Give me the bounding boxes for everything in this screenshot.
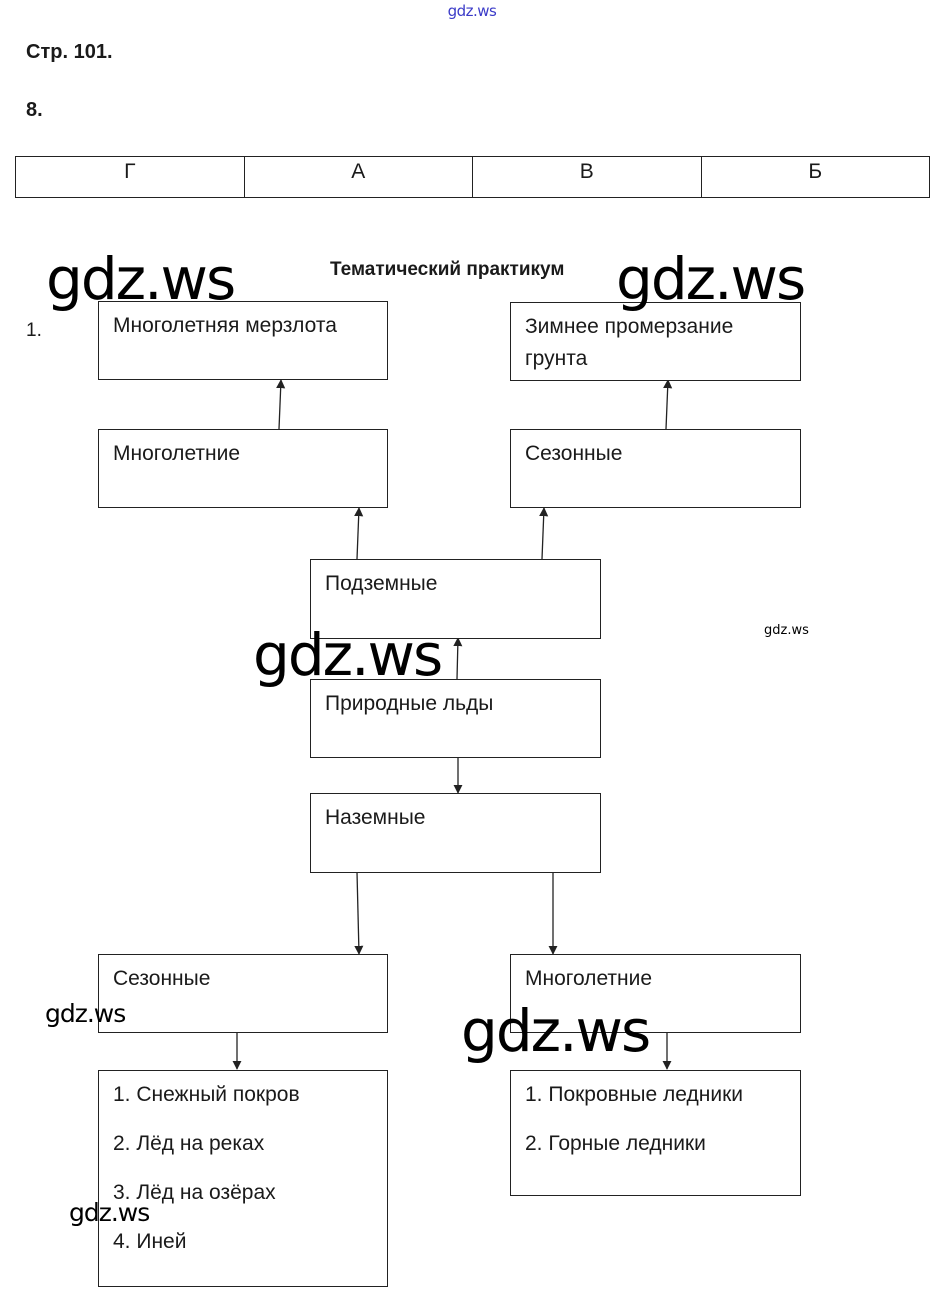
node-underground-seasonal: Сезонные (510, 429, 801, 508)
task-number: 8. (26, 99, 43, 121)
watermark: gdz.ws (253, 621, 443, 689)
watermark: gdz.ws (616, 245, 806, 313)
arrow-perennial-to-permafrost (276, 379, 286, 430)
arrow-underground-to-seasonal (539, 507, 549, 560)
node-surface-perennial: Многолетние (510, 954, 801, 1033)
node-permafrost: Многолетняя мерзлота (98, 301, 388, 380)
watermark: gdz.ws (764, 623, 809, 638)
arrow-underground-to-perennial (354, 507, 364, 560)
answer-cell: Б (700, 156, 930, 198)
node-root-natural-ice: Природные льды (310, 679, 601, 758)
node-winter-freezing: Зимнее промерзание грунта (510, 302, 801, 381)
watermark: gdz.ws (69, 1198, 150, 1227)
answer-table: Г А В Б (15, 156, 930, 198)
arrow-surface-to-seasonal (354, 871, 364, 955)
list-item: 4. Иней (113, 1230, 187, 1253)
node-perennial-examples: 1. Покровные ледники 2. Горные ледники (510, 1070, 801, 1196)
node-label: Сезонные (525, 442, 623, 465)
list-item: 2. Лёд на реках (113, 1132, 265, 1155)
node-seasonal-examples: 1. Снежный покров 2. Лёд на реках 3. Лёд… (98, 1070, 388, 1287)
watermark-top: gdz.ws (447, 2, 497, 20)
page-label: Стр. 101. (26, 41, 113, 63)
list-item: 2. Горные ледники (525, 1132, 706, 1155)
answer-cell: В (472, 156, 702, 198)
node-underground-perennial: Многолетние (98, 429, 388, 508)
watermark: gdz.ws (45, 999, 126, 1028)
node-label: Наземные (325, 806, 426, 829)
item-number: 1. (26, 320, 42, 341)
answer-row: Г А В Б (15, 156, 930, 198)
node-label: Сезонные (113, 967, 211, 990)
node-surface-seasonal: Сезонные (98, 954, 388, 1033)
arrow-root-to-underground (453, 637, 463, 680)
node-label: грунта (525, 347, 588, 370)
node-label: Природные льды (325, 692, 494, 715)
list-item: 3. Лёд на озёрах (113, 1181, 276, 1204)
node-surface: Наземные (310, 793, 601, 873)
node-label: Подземные (325, 572, 438, 595)
list-item: 1. Покровные ледники (525, 1083, 743, 1106)
watermark: gdz.ws (461, 997, 651, 1065)
node-label: Зимнее промерзание (525, 315, 734, 338)
answer-cell: А (243, 156, 473, 198)
arrow-seasonal-to-freezing (663, 379, 673, 430)
list-item: 1. Снежный покров (113, 1083, 300, 1106)
answer-cell: Г (15, 156, 245, 198)
section-title: Тематический практикум (330, 259, 565, 280)
node-underground: Подземные (310, 559, 601, 639)
watermark: gdz.ws (46, 245, 236, 313)
node-label: Многолетние (525, 967, 653, 990)
node-label: Многолетние (113, 442, 241, 465)
node-label: Многолетняя мерзлота (113, 314, 337, 337)
